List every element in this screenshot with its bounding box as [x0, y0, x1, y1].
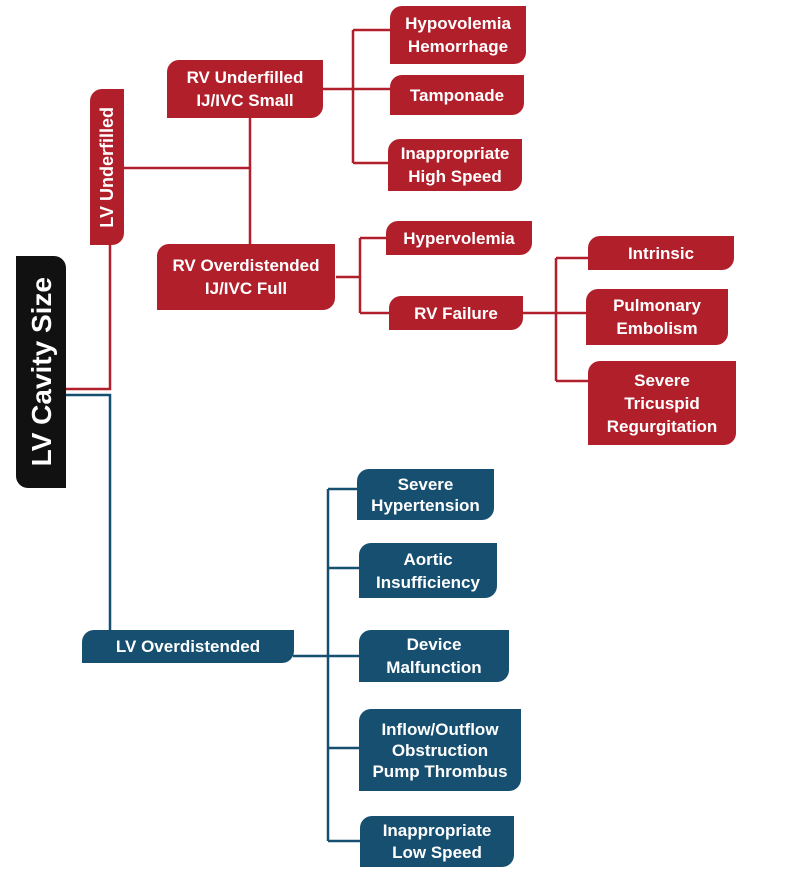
- cause-line: Tamponade: [409, 85, 505, 105]
- cause-pulmonary-embolism-node: Pulmonary Embolism: [586, 289, 728, 345]
- cause-line: Hypertension: [371, 495, 480, 515]
- cause-line: Low Speed: [392, 842, 482, 862]
- cause-line: Intrinsic: [627, 243, 695, 263]
- lv-overdistended-label: LV Overdistended: [115, 637, 261, 656]
- cause-line: Severe: [634, 370, 690, 390]
- cause-line: Insufficiency: [376, 572, 480, 592]
- lv-overdistended-node: LV Overdistended: [82, 630, 294, 663]
- cause-hypervolemia-node: Hypervolemia: [386, 221, 532, 255]
- cause-line: Embolism: [616, 319, 698, 338]
- cause-line: RV Failure: [414, 303, 498, 323]
- root-label: LV Cavity Size: [25, 277, 57, 467]
- rv-underfilled-node: RV Underfilled IJ/IVC Small: [167, 60, 323, 118]
- cause-line: Inappropriate: [400, 144, 510, 163]
- cause-aortic-insufficiency-node: Aortic Insufficiency: [359, 543, 497, 598]
- cause-line: Regurgitation: [606, 416, 718, 436]
- cause-rv-failure-node: RV Failure: [389, 296, 523, 330]
- cause-line: Hemorrhage: [407, 37, 509, 56]
- rv-overdistended-node: RV Overdistended IJ/IVC Full: [157, 244, 335, 310]
- cause-line: Pulmonary: [613, 296, 701, 315]
- cause-line: Device: [406, 635, 462, 654]
- cause-intrinsic-node: Intrinsic: [588, 236, 734, 270]
- cause-inappropriate-high-speed-node: Inappropriate High Speed: [388, 139, 522, 191]
- cause-inappropriate-low-speed-node: Inappropriate Low Speed: [360, 816, 514, 867]
- cause-hypovolemia-node: Hypovolemia Hemorrhage: [390, 6, 526, 64]
- cause-line: Obstruction: [391, 740, 489, 760]
- cause-line: High Speed: [408, 167, 502, 186]
- cause-device-malfunction-node: Device Malfunction: [359, 630, 509, 682]
- lv-underfilled-node: LV Underfilled: [90, 89, 124, 245]
- cause-inflow-outflow-obstruction-node: Inflow/Outflow Obstruction Pump Thrombus: [359, 709, 521, 791]
- cause-line: Aortic: [403, 549, 453, 569]
- rv-underfilled-line2: IJ/IVC Small: [196, 91, 294, 110]
- cause-line: Hypovolemia: [405, 14, 511, 33]
- cause-line: Hypervolemia: [403, 228, 515, 248]
- cause-severe-hypertension-node: Severe Hypertension: [357, 469, 494, 520]
- cause-line: Tricuspid: [624, 393, 700, 413]
- cause-line: Malfunction: [386, 658, 482, 677]
- rv-overdistended-line1: RV Overdistended: [172, 256, 320, 275]
- cause-line: Inappropriate: [382, 820, 492, 840]
- lv-underfilled-label: LV Underfilled: [96, 106, 117, 228]
- cause-line: Pump Thrombus: [372, 761, 508, 781]
- rv-overdistended-line2: IJ/IVC Full: [204, 279, 288, 298]
- cause-tamponade-node: Tamponade: [390, 75, 524, 115]
- cause-line: Severe: [397, 474, 454, 494]
- cause-line: Inflow/Outflow: [381, 719, 499, 739]
- cause-severe-tricuspid-regurgitation-node: Severe Tricuspid Regurgitation: [588, 361, 736, 445]
- root-node-lv-cavity-size: LV Cavity Size: [16, 256, 66, 488]
- rv-underfilled-line1: RV Underfilled: [186, 68, 304, 87]
